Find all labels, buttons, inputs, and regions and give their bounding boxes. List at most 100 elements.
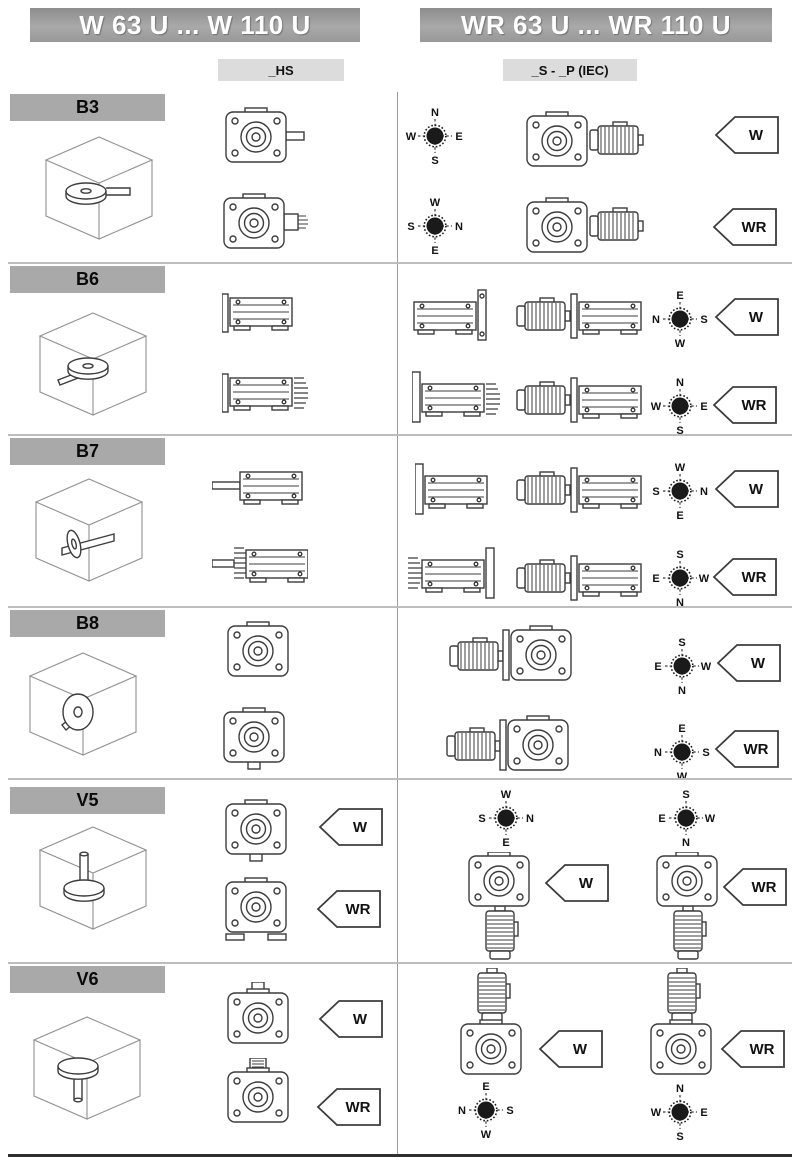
- gearbox-flange-b6-w: [413, 289, 487, 341]
- compass-letter-right: N: [455, 221, 463, 233]
- compass-letter-top: S: [678, 637, 685, 649]
- compass-letter-top: E: [678, 723, 685, 735]
- mounting-cube-b8-icon: [29, 652, 137, 756]
- variant-tag-b7-w: W: [715, 470, 779, 508]
- gearbox-front-v6-hs-w: [227, 982, 289, 1044]
- compass-letter-bottom: N: [676, 597, 684, 608]
- gearbox-front-b3-hs-wr: [223, 193, 308, 249]
- tag-label: WR: [346, 1099, 371, 1116]
- variant-tag-v5-hs-wr: WR: [317, 890, 381, 928]
- row-divider: [8, 434, 792, 436]
- compass-letter-bottom: E: [431, 245, 438, 256]
- gearbox-side-b7-hs-wr: [212, 547, 308, 583]
- compass-letter-bottom: W: [677, 771, 688, 782]
- compass-letter-right: W: [701, 661, 712, 673]
- compass-letter-left: W: [406, 131, 417, 143]
- compass-letter-top: W: [675, 462, 686, 474]
- compass-letter-right: E: [700, 1107, 707, 1119]
- row-label-b6: B6: [10, 266, 165, 293]
- compass-letter-bottom: N: [682, 837, 690, 848]
- variant-tag-v6-w: W: [539, 1030, 603, 1068]
- compass-letter-top: S: [676, 549, 683, 561]
- compass-letter-right: S: [702, 747, 709, 759]
- tag-label: WR: [742, 397, 767, 414]
- gearbox-front-b8-hs-w: [227, 621, 289, 677]
- compass-letter-bottom: S: [676, 425, 683, 436]
- compass-b3-w-icon: N E S W: [406, 107, 463, 166]
- compass-b6-wr-icon: N E S W: [651, 377, 708, 436]
- row-divider: [8, 962, 792, 964]
- compass-v5-w-icon: W N E S: [478, 789, 534, 848]
- compass-letter-top: W: [501, 789, 512, 801]
- variant-tag-b6-wr: WR: [713, 386, 777, 424]
- compass-letter-bottom: E: [502, 837, 509, 848]
- compass-letter-top: E: [482, 1081, 489, 1093]
- compass-letter-left: N: [654, 747, 662, 759]
- gearmotor-v5-w: [468, 852, 530, 960]
- compass-b8-w-icon: S W N E: [654, 637, 712, 696]
- gearmotor-v5-wr: [656, 852, 718, 960]
- compass-letter-bottom: E: [676, 510, 683, 521]
- compass-letter-top: N: [431, 107, 439, 119]
- compass-letter-left: N: [458, 1105, 466, 1117]
- gearmotor-b7-wr: [516, 555, 642, 601]
- compass-letter-bottom: S: [431, 155, 438, 166]
- variant-tag-b3-w: W: [715, 116, 779, 154]
- compass-letter-top: N: [676, 377, 684, 389]
- compass-letter-top: S: [682, 789, 689, 801]
- variant-tag-v6-hs-w: W: [319, 1000, 383, 1038]
- compass-letter-bottom: W: [481, 1129, 492, 1140]
- compass-letter-right: S: [506, 1105, 513, 1117]
- variant-tag-v6-wr: WR: [721, 1030, 785, 1068]
- gearbox-side-b6-hs-w: [222, 293, 293, 333]
- tag-label: W: [749, 309, 764, 326]
- gearmotor-b6-wr: [516, 377, 642, 423]
- compass-letter-top: E: [676, 290, 683, 302]
- variant-tag-b8-wr: WR: [715, 730, 779, 768]
- tag-label: WR: [742, 569, 767, 586]
- variant-tag-b3-wr: WR: [713, 208, 777, 246]
- column-divider: [397, 92, 398, 1154]
- gearbox-flange-b7-wr: [408, 547, 495, 599]
- row-divider: [8, 606, 792, 608]
- gearbox-flange-b7-w: [415, 463, 488, 515]
- tag-label: WR: [742, 219, 767, 236]
- compass-letter-right: W: [705, 813, 716, 825]
- row-label-v6: V6: [10, 966, 165, 993]
- gearmotor-b6-w: [516, 293, 642, 339]
- gearmotor-b7-w: [516, 467, 642, 513]
- compass-b3-wr-icon: W N E S: [407, 197, 463, 256]
- compass-letter-left: E: [652, 573, 659, 585]
- variant-tag-v5-w: W: [545, 864, 609, 902]
- gearbox-front-b8-hs-wr: [223, 707, 285, 770]
- tag-label: W: [749, 127, 764, 144]
- mounting-cube-b6-icon: [39, 312, 147, 416]
- compass-letter-bottom: W: [675, 338, 686, 349]
- gearmotor-b3-wr: [526, 197, 644, 253]
- compass-letter-left: E: [658, 813, 665, 825]
- gearmotor-v6-wr: [650, 968, 712, 1075]
- gearbox-front-v5-hs-w: [225, 799, 287, 862]
- compass-letter-left: W: [651, 1107, 662, 1119]
- header-banner-wr: WR 63 U ... WR 110 U: [420, 8, 772, 42]
- compass-b7-w-icon: W N E S: [652, 462, 708, 521]
- variant-tag-b7-wr: WR: [713, 558, 777, 596]
- compass-v6-w-icon: E S W N: [458, 1081, 514, 1140]
- gearbox-front-v6-hs-wr: [227, 1058, 289, 1123]
- compass-letter-bottom: N: [678, 685, 686, 696]
- tag-label: WR: [744, 741, 769, 758]
- tag-label: W: [749, 481, 764, 498]
- gearbox-flange-b6-wr: [412, 371, 501, 423]
- compass-letter-left: S: [652, 486, 659, 498]
- mounting-cube-b3-icon: [45, 136, 153, 240]
- row-label-v5: V5: [10, 787, 165, 814]
- compass-letter-top: W: [430, 197, 441, 209]
- variant-tag-v5-wr: WR: [723, 868, 787, 906]
- variant-tag-b8-w: W: [717, 644, 781, 682]
- gearbox-side-b7-hs-w: [212, 471, 303, 505]
- row-divider: [8, 778, 792, 780]
- gearbox-side-b6-hs-wr: [222, 373, 309, 413]
- tag-label: WR: [750, 1041, 775, 1058]
- row-label-b7: B7: [10, 438, 165, 465]
